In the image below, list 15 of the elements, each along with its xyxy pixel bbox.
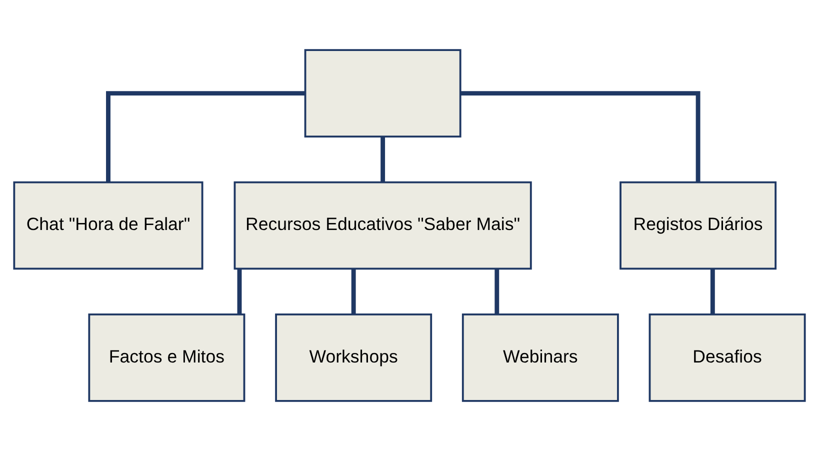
- connector: [460, 90, 700, 182]
- connector: [237, 268, 242, 314]
- node-box: [304, 48, 462, 137]
- connector: [351, 268, 356, 314]
- node-box: Desafios: [648, 313, 806, 402]
- node-box: Workshops: [275, 313, 432, 402]
- node-box: Recursos Educativos "Saber Mais": [234, 180, 532, 270]
- node-box: Chat "Hora de Falar": [13, 180, 204, 270]
- connector: [710, 268, 715, 314]
- connector: [380, 136, 386, 182]
- connector: [494, 268, 500, 314]
- connector: [106, 90, 306, 182]
- node-box: Registos Diários: [620, 180, 777, 270]
- node-box: Webinars: [462, 313, 619, 402]
- node-box: Factos e Mitos: [88, 313, 246, 402]
